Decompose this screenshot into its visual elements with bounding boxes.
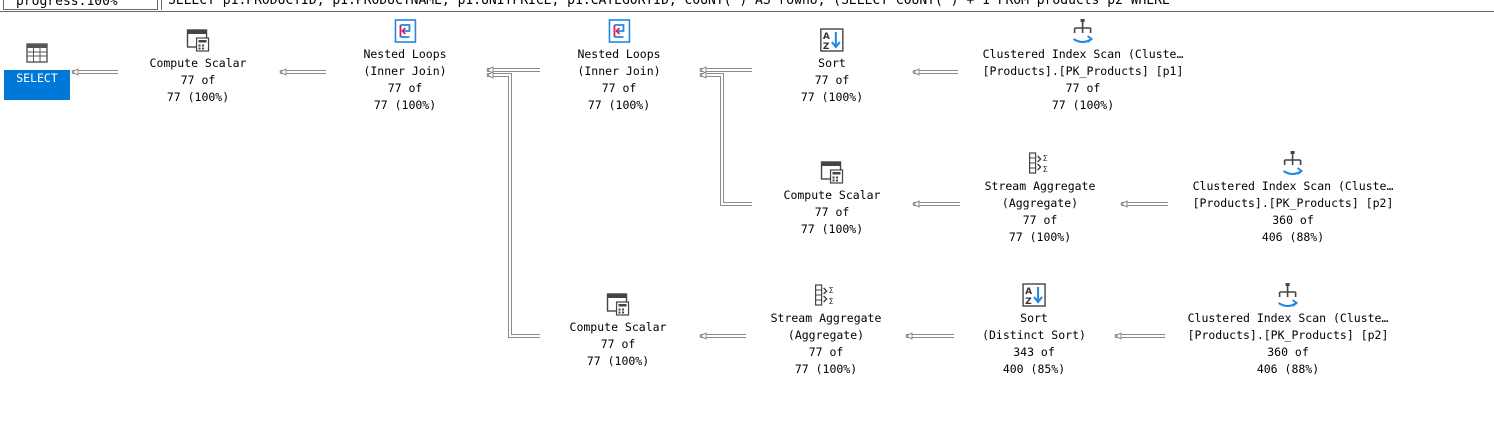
- nested-loops-outer[interactable]: Nested Loops (Inner Join) 77 of 77 (100%): [363, 18, 447, 114]
- node-text-line: 77 (100%): [587, 98, 651, 112]
- node-text-line: 77 of: [1065, 81, 1101, 95]
- connector-sort-to-sabot: [904, 332, 954, 340]
- clustered-index-scan-icon: [1070, 18, 1096, 44]
- svg-text:Z: Z: [1025, 297, 1032, 307]
- clustered-index-scan-p1[interactable]: Clustered Index Scan (Cluste… [Products].…: [982, 18, 1184, 114]
- node-text-line: Compute Scalar: [149, 56, 247, 70]
- svg-text:Σ: Σ: [1043, 154, 1048, 163]
- progress-label: progress:100%: [3, 0, 158, 10]
- node-text-line: Sort: [1020, 311, 1048, 325]
- node-text-line: Clustered Index Scan (Cluste…: [1187, 311, 1389, 325]
- node-text-line: (Aggregate): [787, 328, 865, 342]
- clustered-index-scan-icon: [1280, 150, 1306, 176]
- clustered-index-scan-p2-b[interactable]: Clustered Index Scan (Cluste… [Products].…: [1187, 282, 1389, 378]
- node-text-line: Clustered Index Scan (Cluste…: [1192, 179, 1394, 193]
- node-text-line: 77 of: [814, 205, 850, 219]
- compute-scalar-icon: [185, 27, 211, 53]
- node-text-line: 77 (100%): [166, 90, 230, 104]
- node-text-line: Nested Loops: [363, 47, 447, 61]
- node-text-line: Clustered Index Scan (Cluste…: [982, 47, 1184, 61]
- node-text-line: 406 (88%): [1256, 362, 1320, 376]
- svg-text:A: A: [823, 32, 830, 42]
- compute-scalar-bottom[interactable]: Compute Scalar 77 of 77 (100%): [569, 291, 667, 370]
- node-text-line: 77 of: [387, 81, 423, 95]
- node-text-line: Nested Loops: [577, 47, 661, 61]
- node-text-line: Compute Scalar: [783, 188, 881, 202]
- node-text-line: 77 (100%): [800, 222, 864, 236]
- node-text-line: 360 of: [1267, 345, 1309, 359]
- compute-scalar-top[interactable]: Compute Scalar 77 of 77 (100%): [149, 27, 247, 106]
- connector-nl-to-cs: [278, 68, 326, 76]
- node-text-line: 77 (100%): [586, 354, 650, 368]
- connector-cisp2a-to-sa: [1119, 200, 1168, 208]
- svg-text:Σ: Σ: [829, 286, 834, 295]
- connector-cisp2b-to-sort: [1113, 332, 1165, 340]
- compute-scalar-icon: [605, 291, 631, 317]
- nested-loops-icon: [392, 18, 418, 44]
- connector-csmid-to-nlinner: [698, 71, 752, 206]
- query-header: progress:100% SELECT p1.PRODUCTID, p1.PR…: [0, 0, 1494, 12]
- nested-loops-icon: [606, 18, 632, 44]
- node-text-line: 77 (100%): [1008, 230, 1072, 244]
- node-text-line: [Products].[PK_Products] [p2]: [1192, 196, 1394, 210]
- select-operator[interactable]: SELECT: [4, 40, 70, 100]
- node-text-line: 77 of: [180, 73, 216, 87]
- node-text-line: [Products].[PK_Products] [p1]: [982, 64, 1184, 78]
- connector-cisp1-to-sort: [911, 68, 958, 76]
- connector-sort-to-nlinner: [698, 66, 752, 74]
- node-text-line: (Distinct Sort): [982, 328, 1086, 342]
- node-text-line: Sort: [818, 56, 846, 70]
- node-text-line: 360 of: [1272, 213, 1314, 227]
- node-text-line: Compute Scalar: [569, 320, 667, 334]
- connector-sa-to-csmid: [911, 200, 960, 208]
- node-text-line: 77 of: [814, 73, 850, 87]
- node-text-line: (Inner Join): [363, 64, 447, 78]
- clustered-index-scan-icon: [1275, 282, 1301, 308]
- node-text-line: 77 of: [808, 345, 844, 359]
- svg-text:A: A: [1025, 287, 1032, 297]
- node-text-line: Stream Aggregate: [770, 311, 882, 325]
- query-text: SELECT p1.PRODUCTID, p1.PRODUCTNAME, p1.…: [161, 0, 1494, 10]
- svg-text:Σ: Σ: [1043, 165, 1048, 174]
- node-text-line: 406 (88%): [1261, 230, 1325, 244]
- select-icon: [24, 40, 50, 66]
- node-text-line: 77 of: [1022, 213, 1058, 227]
- node-text-line: 77 of: [601, 81, 637, 95]
- node-text-line: Stream Aggregate: [984, 179, 1096, 193]
- select-label: SELECT: [4, 70, 70, 100]
- node-text-line: 343 of: [1013, 345, 1055, 359]
- node-text-line: (Aggregate): [1001, 196, 1079, 210]
- node-text-line: 77 of: [600, 337, 636, 351]
- node-text-line: 77 (100%): [373, 98, 437, 112]
- node-text-line: 77 (100%): [794, 362, 858, 376]
- connector-csbottom-to-nlouter: [485, 71, 540, 338]
- nested-loops-inner[interactable]: Nested Loops (Inner Join) 77 of 77 (100%): [577, 18, 661, 114]
- compute-scalar-icon: [819, 159, 845, 185]
- clustered-index-scan-p2-a[interactable]: Clustered Index Scan (Cluste… [Products].…: [1192, 150, 1394, 246]
- connector-nlinner-to-nlouter: [485, 66, 540, 74]
- node-text-line: (Inner Join): [577, 64, 661, 78]
- node-text-line: 400 (85%): [1002, 362, 1066, 376]
- node-text-line: 77 (100%): [1051, 98, 1115, 112]
- svg-text:Z: Z: [823, 42, 830, 52]
- connector-cs-to-select: [70, 68, 118, 76]
- node-text-line: 77 (100%): [800, 90, 864, 104]
- compute-scalar-mid[interactable]: Compute Scalar 77 of 77 (100%): [783, 159, 881, 238]
- svg-text:Σ: Σ: [829, 297, 834, 306]
- node-text-line: [Products].[PK_Products] [p2]: [1187, 328, 1389, 342]
- connector-sabot-to-csbot: [698, 332, 746, 340]
